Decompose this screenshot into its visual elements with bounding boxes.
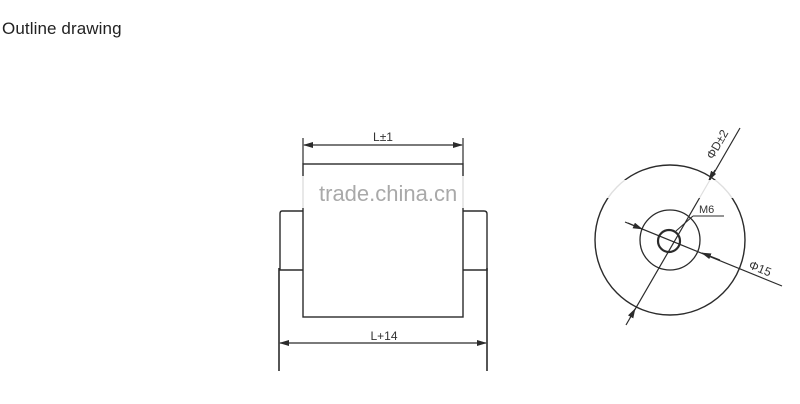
capacitor-body — [302, 163, 464, 318]
thread-hole — [656, 228, 682, 254]
arrow-inner-left — [627, 222, 643, 230]
arrow-outer-top — [708, 169, 717, 181]
inner-circle — [639, 209, 701, 271]
arrow-outer-bottom — [628, 308, 636, 319]
diameter-line-outer — [625, 127, 741, 326]
side-view: L±1 L+14 — [278, 130, 488, 371]
dimension-label-overall-length: L+14 — [370, 329, 397, 343]
watermark-text: trade.china.cn — [319, 181, 457, 206]
end-view: Φ15 ΦD±2 M6 — [594, 127, 783, 326]
thread-leader-diagonal — [675, 215, 694, 232]
outer-circle — [594, 164, 746, 316]
watermark: trade.china.cn — [300, 176, 760, 208]
arrow-inner-right — [701, 252, 721, 261]
right-terminal — [463, 210, 488, 271]
left-terminal — [279, 210, 303, 271]
section-title: Outline drawing — [2, 19, 122, 38]
thread-label: M6 — [699, 204, 714, 216]
dimension-label-length-tolerance: L±1 — [373, 130, 393, 144]
dimension-label-inner-diameter: Φ15 — [747, 258, 774, 280]
dimension-label-outer-diameter: ΦD±2 — [703, 127, 731, 162]
